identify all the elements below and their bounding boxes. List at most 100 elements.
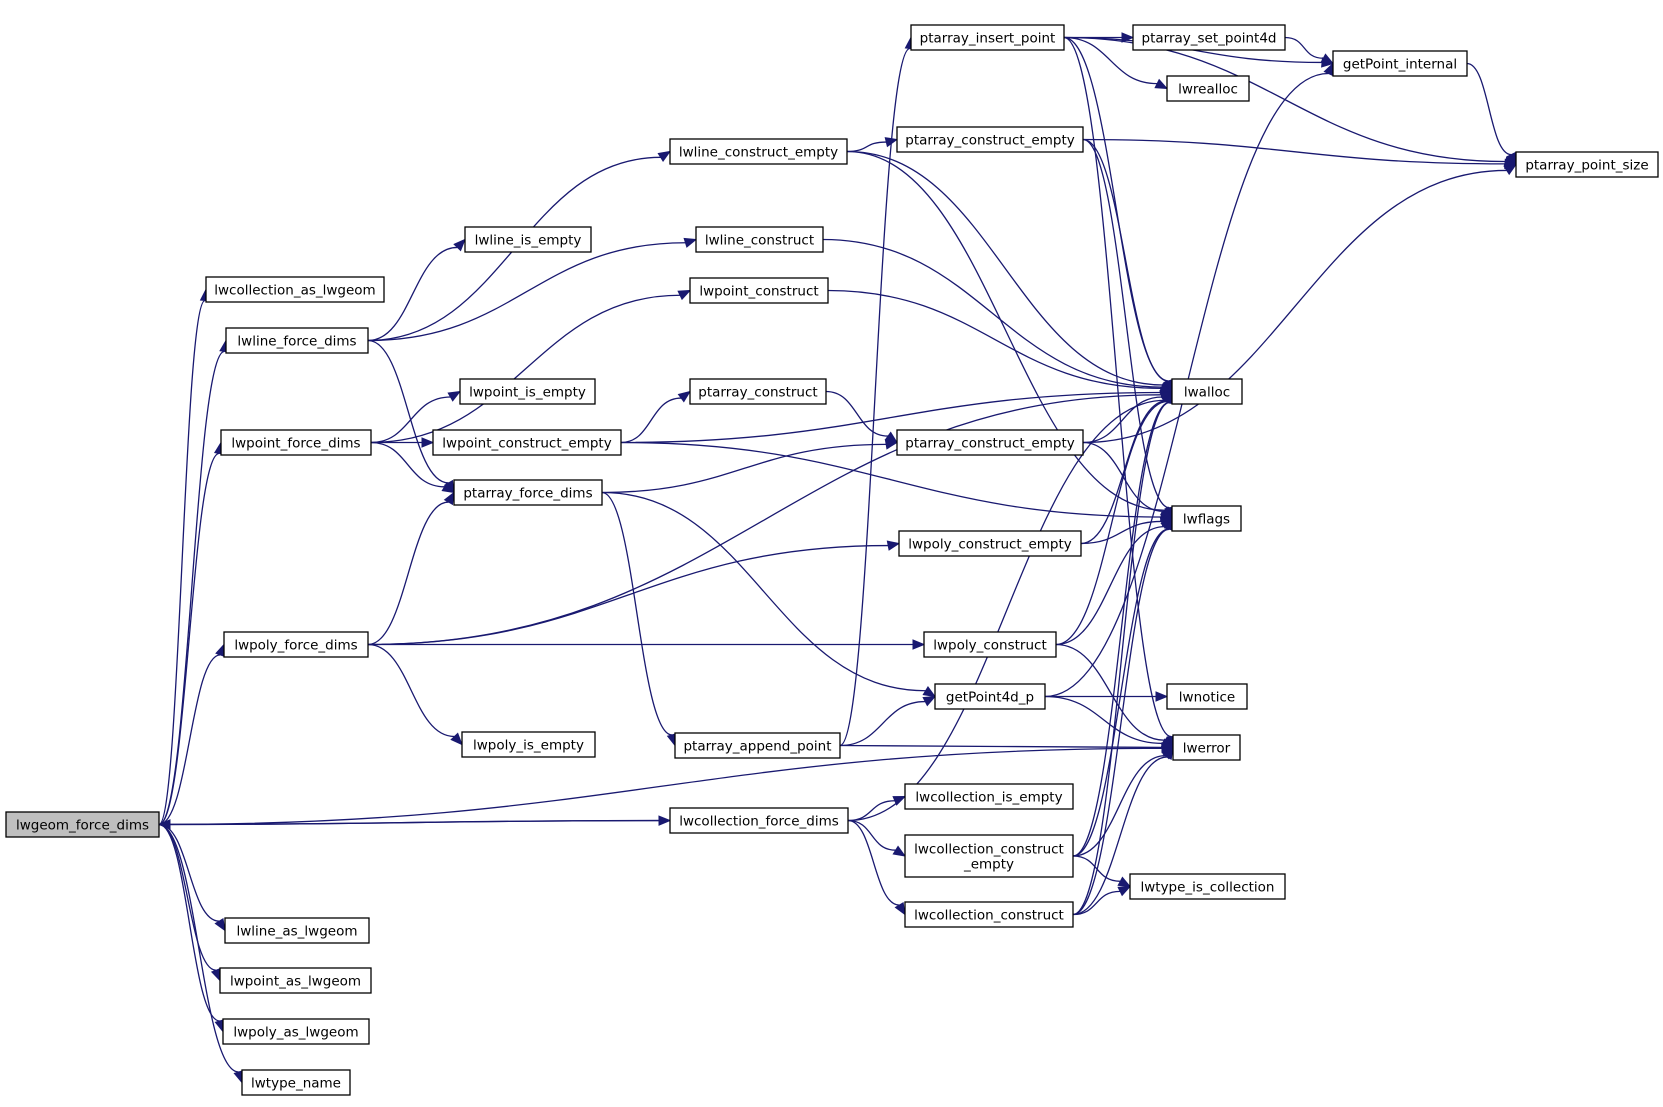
node-lwpoly_construct[interactable]: lwpoly_construct <box>923 631 1057 658</box>
node-box[interactable] <box>674 732 841 759</box>
node-box[interactable] <box>1332 50 1468 77</box>
node-ptarray_append_point[interactable]: ptarray_append_point <box>674 732 841 759</box>
node-lwnotice[interactable]: lwnotice <box>1166 683 1248 710</box>
node-getPoint4d_p[interactable]: getPoint4d_p <box>934 683 1046 710</box>
node-label: ptarray_point_size <box>1525 158 1648 174</box>
node-lwpoint_as_lwgeom[interactable]: lwpoint_as_lwgeom <box>219 967 372 994</box>
node-box[interactable] <box>923 631 1057 658</box>
node-box[interactable] <box>1171 505 1242 532</box>
node-box[interactable] <box>225 327 369 354</box>
node-lwline_is_empty[interactable]: lwline_is_empty <box>464 226 592 253</box>
edge-lwcollection_force_dims-to-lwcollection_construct_empty <box>847 819 907 857</box>
node-box[interactable] <box>896 126 1084 153</box>
node-label-line: ptarray_construct_empty <box>905 133 1074 149</box>
node-box[interactable] <box>1132 24 1286 51</box>
node-lwpoly_force_dims[interactable]: lwpoly_force_dims <box>223 631 369 658</box>
node-lwpoly_construct_empty[interactable]: lwpoly_construct_empty <box>898 530 1082 557</box>
node-label-line: lwcollection_is_empty <box>915 790 1062 806</box>
node-ptarray_construct_empty_top[interactable]: ptarray_construct_empty <box>896 126 1084 153</box>
node-getPoint_internal[interactable]: getPoint_internal <box>1332 50 1468 77</box>
node-label: lwpoint_force_dims <box>231 436 360 452</box>
edge-arrowhead <box>447 390 462 402</box>
node-lwpoly_is_empty[interactable]: lwpoly_is_empty <box>461 731 596 758</box>
node-lwline_construct_empty[interactable]: lwline_construct_empty <box>669 138 848 165</box>
node-label: ptarray_construct <box>698 385 817 401</box>
node-box[interactable] <box>432 429 622 456</box>
node-box[interactable] <box>1166 75 1250 102</box>
node-box[interactable] <box>898 530 1082 557</box>
node-box[interactable] <box>219 967 372 994</box>
edge-line <box>367 242 686 342</box>
node-box[interactable] <box>5 811 160 838</box>
node-box[interactable] <box>910 24 1065 51</box>
node-lwcollection_as_lwgeom[interactable]: lwcollection_as_lwgeom <box>205 276 385 303</box>
node-lwalloc[interactable]: lwalloc <box>1171 378 1243 405</box>
node-lwerror[interactable]: lwerror <box>1172 734 1241 761</box>
node-box[interactable] <box>669 138 848 165</box>
edge-lwcollection_construct_empty-to-lwtype_is_collection <box>1072 855 1132 888</box>
node-box[interactable] <box>1129 873 1286 900</box>
node-lwflags[interactable]: lwflags <box>1171 505 1242 532</box>
node-lwpoint_construct_empty[interactable]: lwpoint_construct_empty <box>432 429 622 456</box>
node-lwtype_name[interactable]: lwtype_name <box>241 1069 351 1096</box>
node-box[interactable] <box>689 277 829 304</box>
edge-arrowhead <box>453 238 466 252</box>
node-box[interactable] <box>669 807 849 834</box>
edge-ptarray_force_dims-to-getPoint4d_p <box>601 491 937 698</box>
node-lwpoly_as_lwgeom[interactable]: lwpoly_as_lwgeom <box>222 1018 370 1045</box>
node-box[interactable] <box>934 683 1046 710</box>
node-box[interactable] <box>224 917 370 944</box>
node-ptarray_point_size[interactable]: ptarray_point_size <box>1515 151 1659 178</box>
node-box[interactable] <box>896 429 1084 456</box>
node-label: lwcollection_as_lwgeom <box>214 283 375 299</box>
node-lwcollection_is_empty[interactable]: lwcollection_is_empty <box>904 783 1074 810</box>
node-box[interactable] <box>1515 151 1659 178</box>
edge-line <box>1072 401 1171 916</box>
node-box[interactable] <box>1171 378 1243 405</box>
edge-arrowhead <box>1155 691 1169 702</box>
node-label-line: lwrealloc <box>1178 82 1238 98</box>
node-lwline_construct[interactable]: lwline_construct <box>695 226 824 253</box>
node-box[interactable] <box>464 226 592 253</box>
node-box[interactable] <box>904 901 1074 928</box>
node-ptarray_force_dims[interactable]: ptarray_force_dims <box>453 479 603 506</box>
node-lwpoint_is_empty[interactable]: lwpoint_is_empty <box>459 378 596 405</box>
node-box[interactable] <box>461 731 596 758</box>
node-box[interactable] <box>1166 683 1248 710</box>
edge-arrowhead <box>1117 876 1132 888</box>
node-lwtype_is_collection[interactable]: lwtype_is_collection <box>1129 873 1286 900</box>
node-ptarray_construct_empty[interactable]: ptarray_construct_empty <box>896 429 1084 456</box>
edge-lwpoly_force_dims-to-lwalloc <box>367 389 1174 646</box>
node-lwcollection_force_dims[interactable]: lwcollection_force_dims <box>669 807 849 834</box>
edge-line <box>847 819 896 851</box>
node-label-line: lwpoly_is_empty <box>473 738 584 754</box>
node-box[interactable] <box>459 378 596 405</box>
node-box[interactable] <box>223 631 369 658</box>
node-label-line: ptarray_set_point4d <box>1142 31 1277 47</box>
node-lwcollection_construct[interactable]: lwcollection_construct <box>904 901 1074 928</box>
edge-line <box>367 643 455 738</box>
node-lwline_as_lwgeom[interactable]: lwline_as_lwgeom <box>224 917 370 944</box>
node-box[interactable] <box>241 1069 351 1096</box>
node-ptarray_set_point4d[interactable]: ptarray_set_point4d <box>1132 24 1286 51</box>
node-box[interactable] <box>689 378 827 405</box>
node-lwpoint_force_dims[interactable]: lwpoint_force_dims <box>220 429 372 456</box>
node-box[interactable] <box>1172 734 1241 761</box>
node-label-line: lwpoly_construct <box>933 638 1047 654</box>
node-lwrealloc[interactable]: lwrealloc <box>1166 75 1250 102</box>
node-box[interactable] <box>904 834 1074 878</box>
node-lwline_force_dims[interactable]: lwline_force_dims <box>225 327 369 354</box>
node-lwpoint_construct[interactable]: lwpoint_construct <box>689 277 829 304</box>
node-box[interactable] <box>453 479 603 506</box>
node-lwcollection_construct_empty[interactable]: lwcollection_construct_empty <box>904 834 1074 878</box>
node-box[interactable] <box>695 226 824 253</box>
node-box[interactable] <box>220 429 372 456</box>
node-box[interactable] <box>205 276 385 303</box>
node-ptarray_insert_point[interactable]: ptarray_insert_point <box>910 24 1065 51</box>
node-ptarray_construct[interactable]: ptarray_construct <box>689 378 827 405</box>
node-box[interactable] <box>904 783 1074 810</box>
node-label: lwpoly_is_empty <box>473 738 584 754</box>
node-box[interactable] <box>222 1018 370 1045</box>
edge-line <box>158 299 206 826</box>
node-lwgeom_force_dims[interactable]: lwgeom_force_dims <box>5 811 160 838</box>
